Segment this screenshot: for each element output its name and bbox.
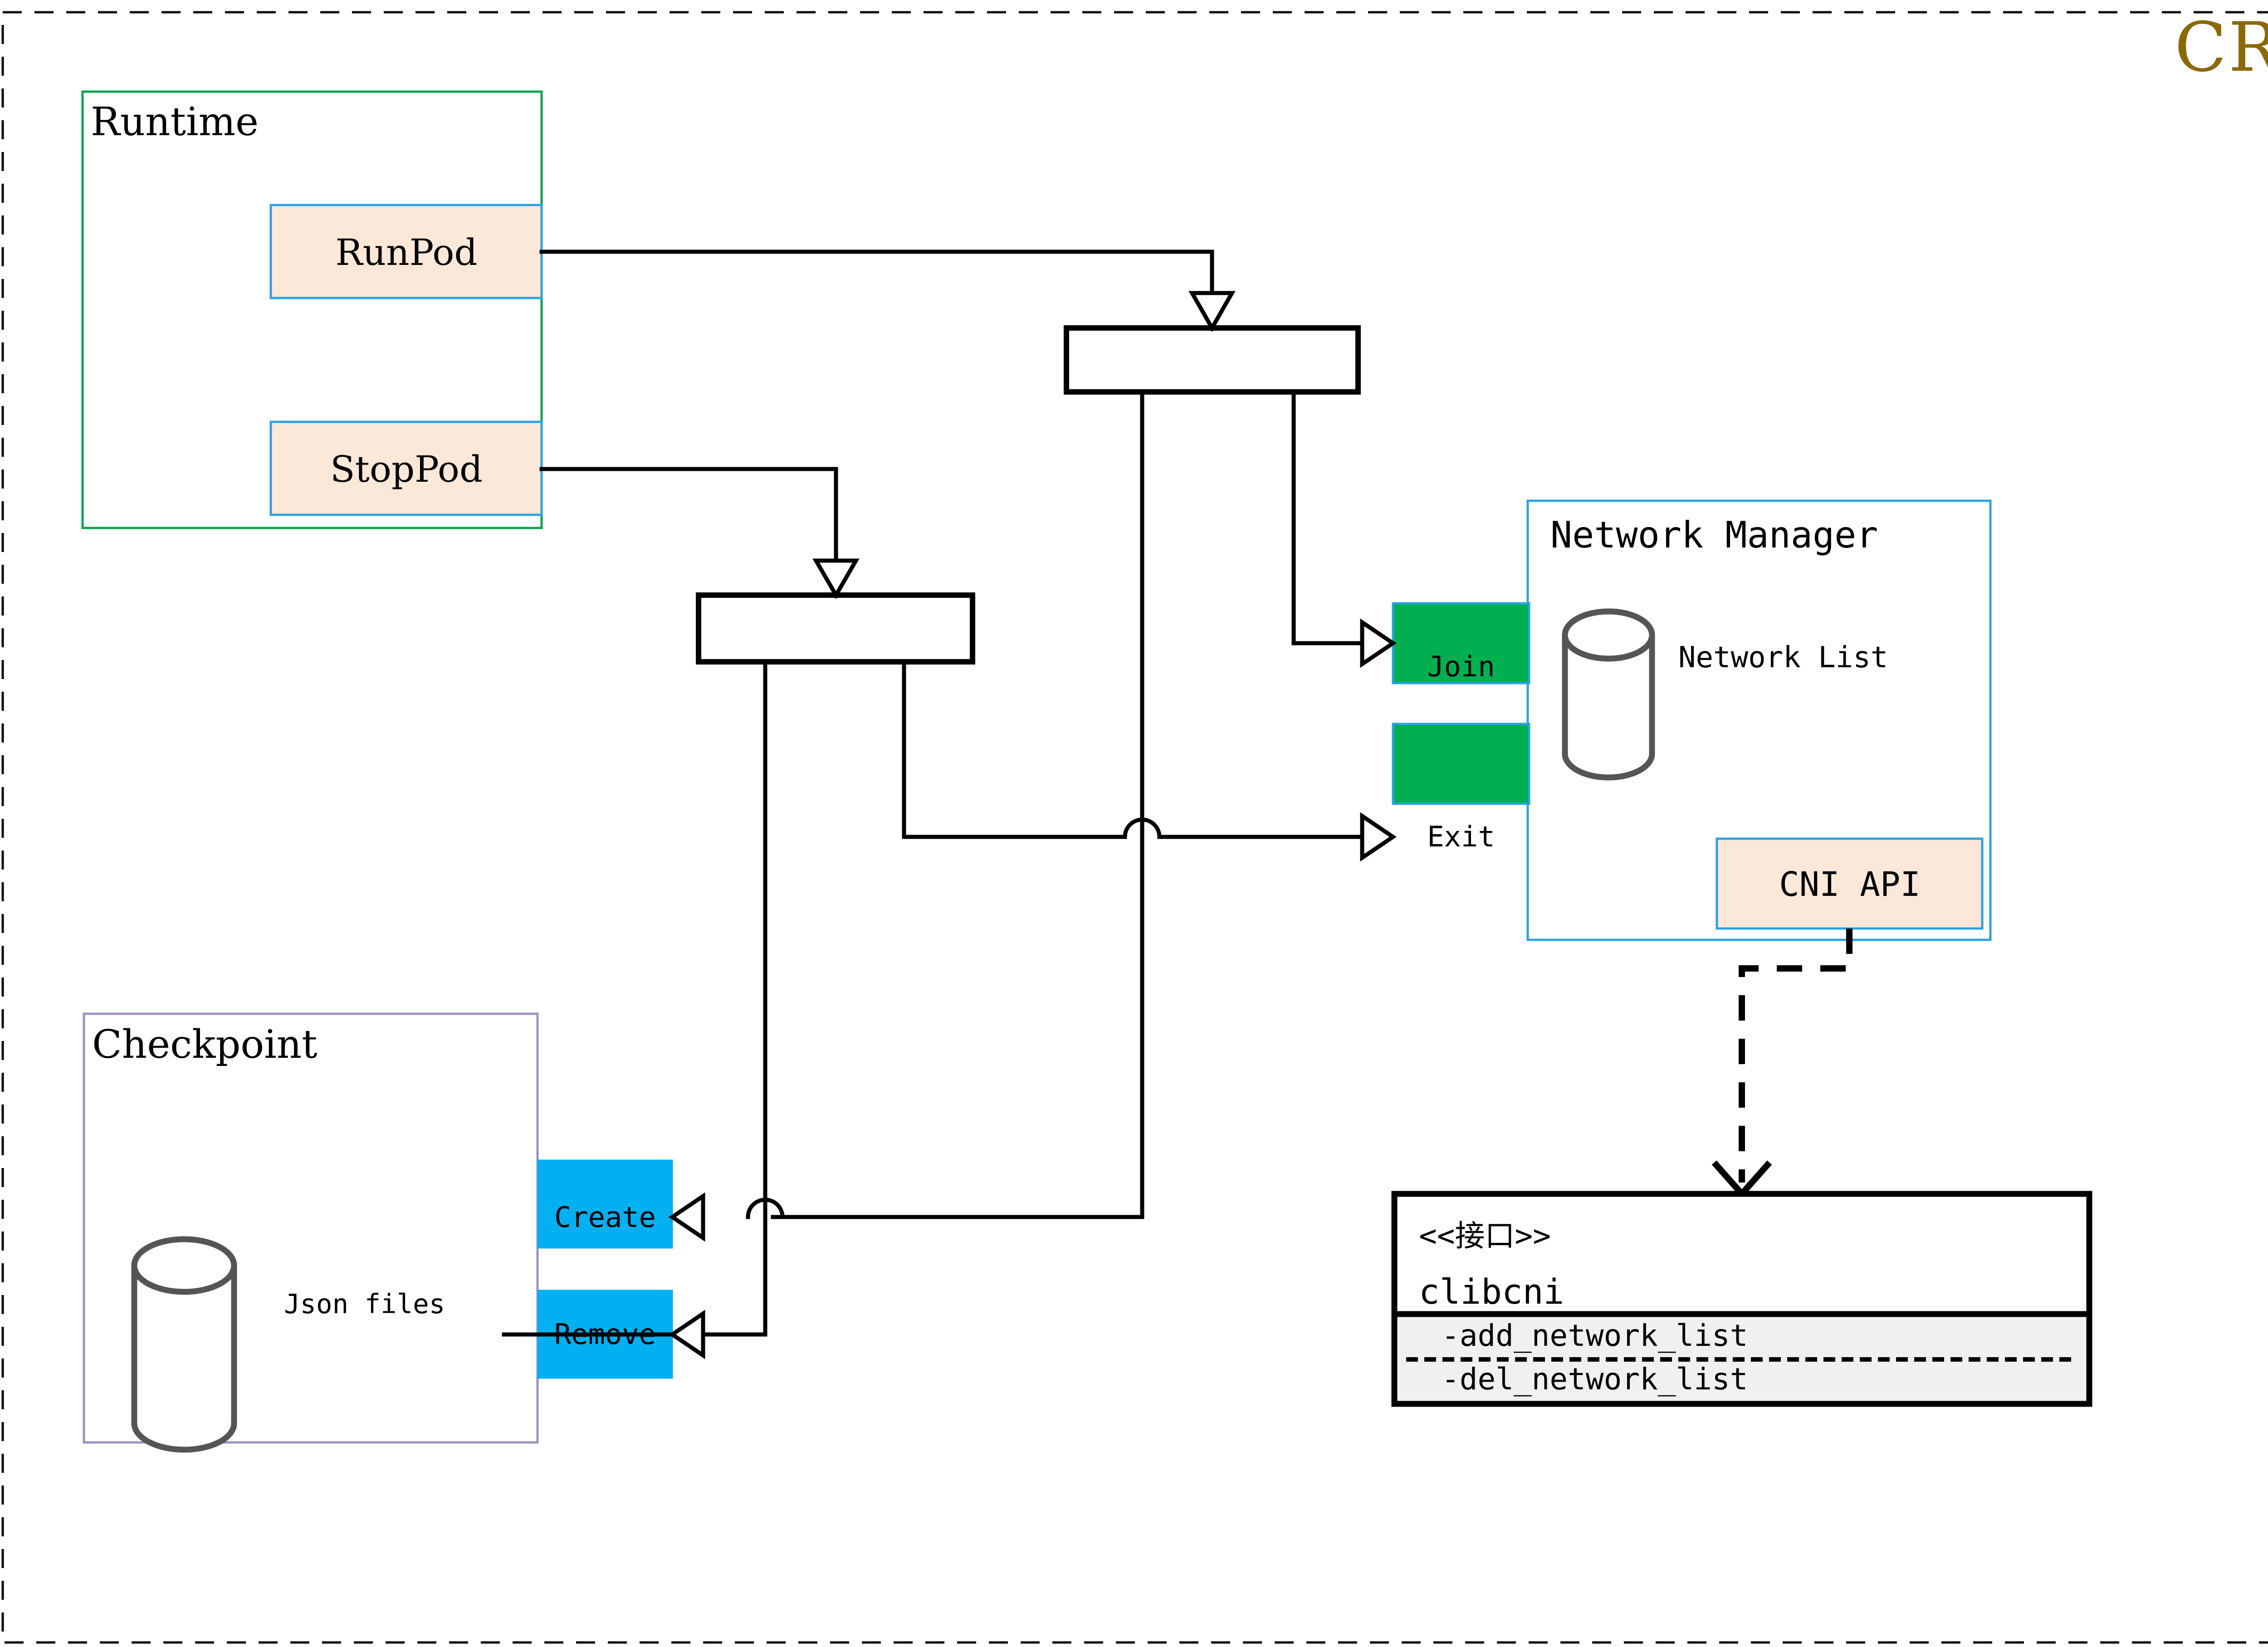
remove-label: Remove: [554, 1318, 656, 1351]
arrowhead-into-runpod-junction: [1188, 291, 1236, 332]
line-jump-create-row: [746, 1197, 785, 1219]
stoppod-junction-bar: [696, 592, 975, 665]
network-manager-package-box[interactable]: [1526, 499, 1992, 941]
create-box[interactable]: [537, 1159, 673, 1249]
json-files-label: Json files: [284, 1288, 445, 1320]
exit-label: Exit: [1427, 820, 1495, 853]
connector-lines: [502, 249, 1364, 1337]
line-jump-exit-row: [1123, 817, 1162, 839]
edge-runpod-junction-left-leg-2: [771, 835, 1144, 1219]
edge-stoppod-to-junction: [539, 467, 838, 562]
clibcni-method-add: -add_network_list: [1442, 1318, 1748, 1353]
runpod-junction-bar: [1064, 325, 1361, 395]
arrowhead-into-exit: [1360, 812, 1397, 862]
arrowhead-into-create: [668, 1192, 705, 1242]
clibcni-stereotype: <<接口>>: [1419, 1218, 1551, 1253]
cni-api-label: CNI API: [1779, 865, 1921, 904]
edge-stoppod-junction-right-leg: [902, 660, 1127, 839]
runpod-label: RunPod: [335, 231, 478, 274]
create-label: Create: [554, 1201, 656, 1234]
realization-dashed-edge: [1739, 929, 1853, 1183]
exit-box[interactable]: [1392, 723, 1530, 805]
network-list-cylinder-icon: [1562, 608, 1655, 781]
network-manager-package-label: Network Manager: [1550, 514, 1878, 556]
edge-stoppod-junction-left-leg: [502, 660, 767, 1337]
edge-runpod-junction-right-leg: [1291, 390, 1364, 645]
network-list-label: Network List: [1678, 641, 1888, 674]
json-files-cylinder-icon: [131, 1236, 237, 1453]
arrowhead-into-join: [1360, 618, 1397, 668]
checkpoint-package-label: Checkpoint: [92, 1022, 318, 1067]
page-title: CRI: [2175, 8, 2268, 87]
runpod-box[interactable]: [269, 204, 543, 299]
arrowheads: [668, 291, 1397, 1359]
join-label: Join: [1427, 650, 1495, 683]
runtime-package-label: Runtime: [91, 99, 259, 145]
outer-dashed-boundary: [1, 11, 2268, 1644]
runtime-package-box[interactable]: [81, 90, 543, 529]
clibcni-method-del: -del_network_list: [1442, 1362, 1748, 1397]
clibcni-name: clibcni: [1419, 1271, 1564, 1312]
edge-runpod-to-junction: [539, 249, 1214, 295]
arrowhead-into-stoppod-junction: [812, 558, 860, 599]
stoppod-label: StopPod: [330, 448, 483, 490]
arrowhead-into-remove: [668, 1310, 705, 1359]
